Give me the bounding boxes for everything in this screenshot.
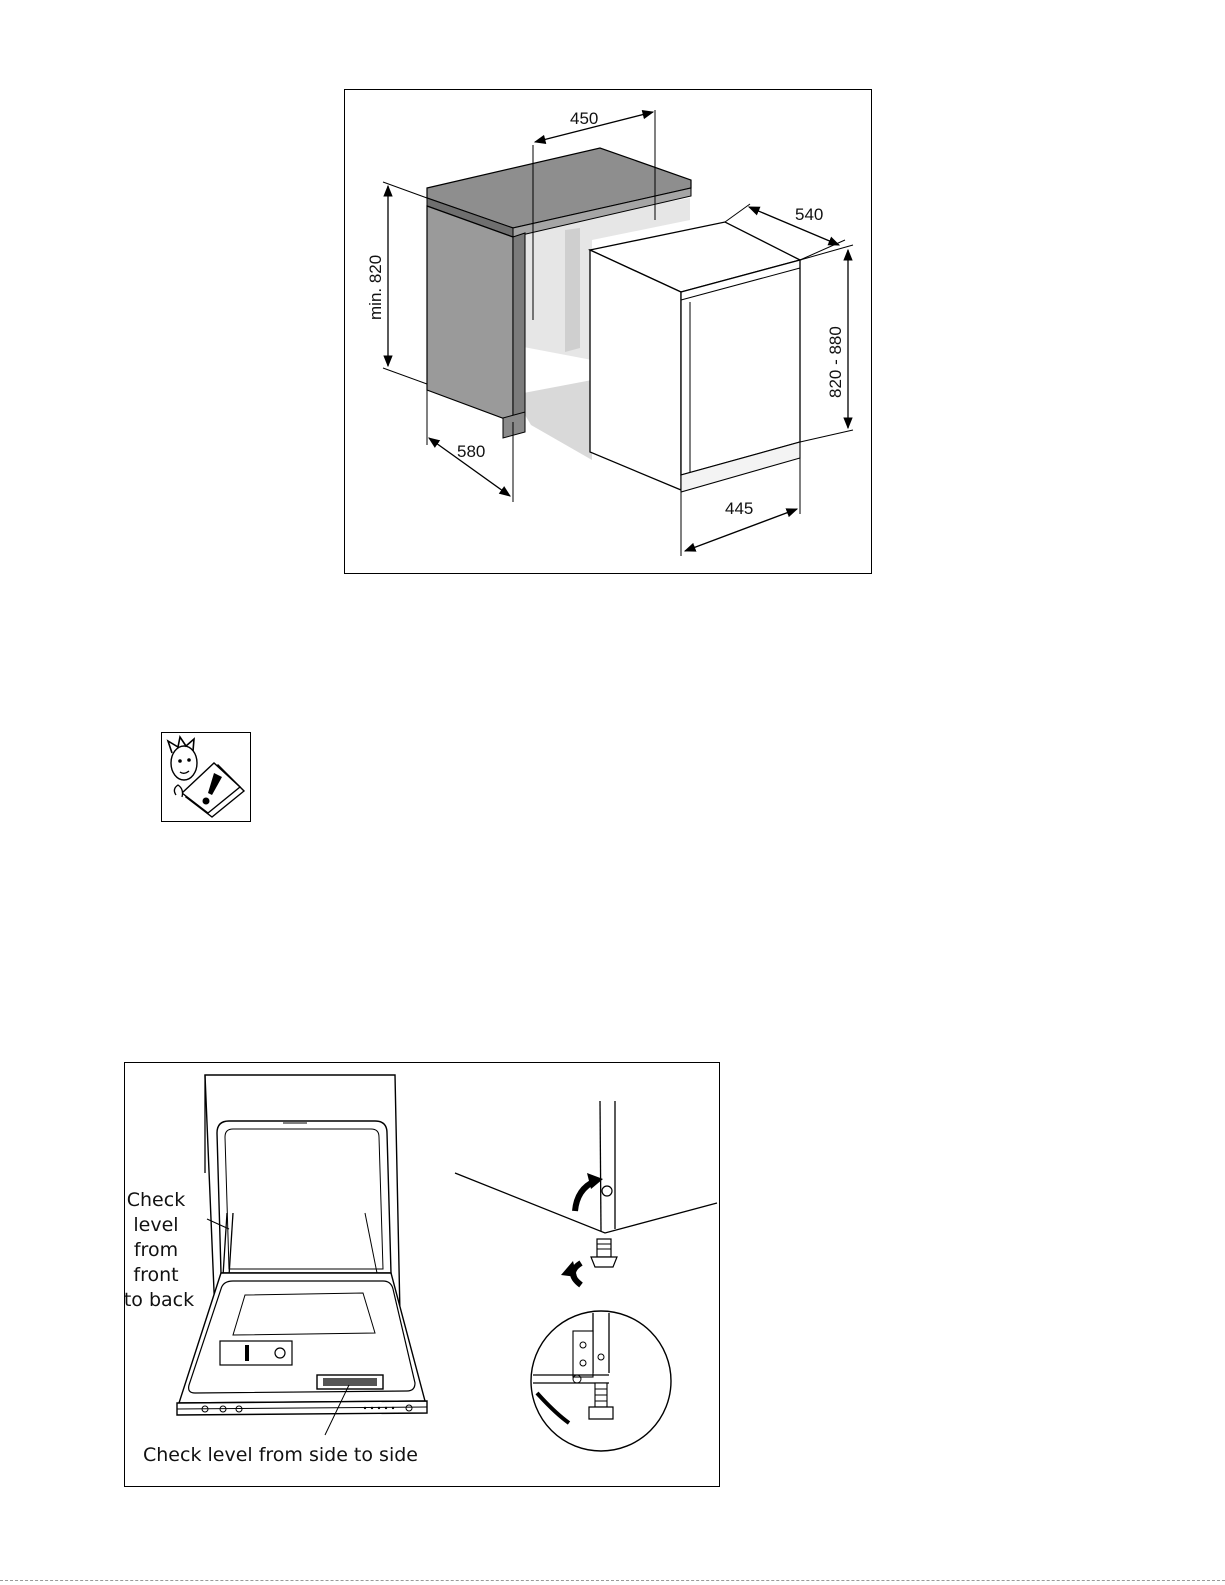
page-bottom-rule	[0, 1580, 1225, 1581]
dimension-drawing: 450 min. 820 580 540 820 - 880 445	[345, 90, 873, 575]
dim-label-540: 540	[795, 205, 823, 224]
attention-reader-icon	[161, 732, 251, 822]
dim-label-450: 450	[570, 109, 598, 128]
dim-label-820-880: 820 - 880	[826, 326, 845, 398]
dimension-diagram: 450 min. 820 580 540 820 - 880 445	[344, 89, 872, 574]
label-front-to-back: Check level from front to back	[125, 1189, 194, 1311]
leveling-drawing: Check level from front to back Check lev…	[125, 1063, 721, 1488]
dim-label-min-820: min. 820	[366, 255, 385, 320]
label-side-to-side: Check level from side to side	[143, 1444, 418, 1466]
dishwasher-front	[681, 260, 800, 475]
dishwasher-side	[590, 250, 681, 490]
cabinet-side-panel	[427, 206, 513, 422]
dishwasher-open-view	[177, 1075, 427, 1435]
dim-label-445: 445	[725, 499, 753, 518]
leveling-diagram: Check level from front to back Check lev…	[124, 1062, 720, 1487]
foot-detail-circle	[531, 1311, 671, 1451]
dim-label-580: 580	[457, 442, 485, 461]
adjustable-foot-view	[455, 1101, 717, 1451]
